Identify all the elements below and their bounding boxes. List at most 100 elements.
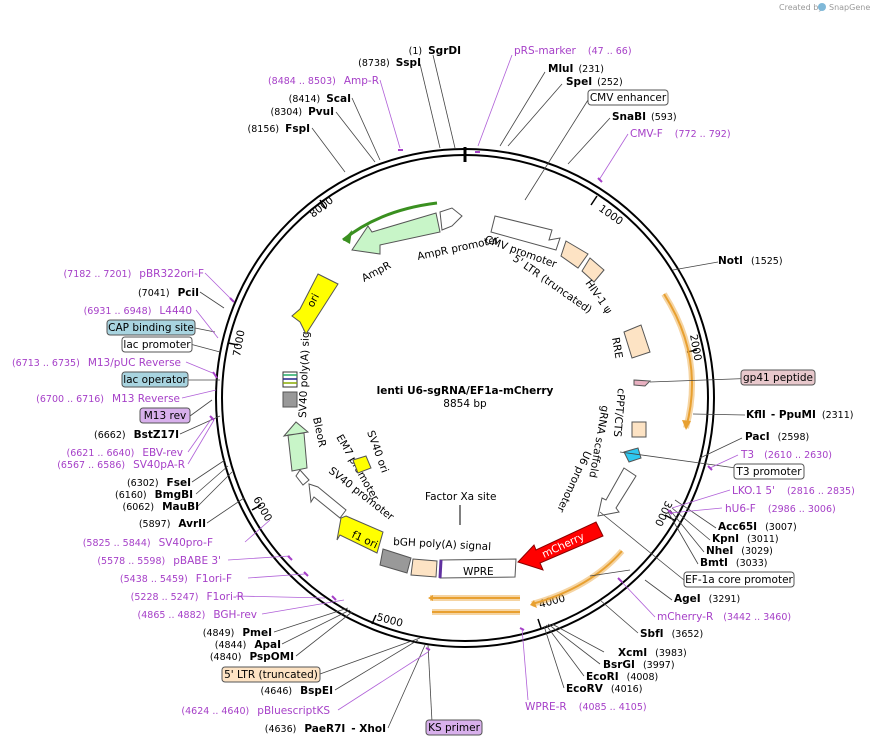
site-kfli-pos: (2311) [822, 410, 854, 421]
site-ecorv: EcoRV [566, 683, 604, 695]
svg-text:CMV-F(772 .. 792): CMV-F(772 .. 792) [630, 128, 731, 140]
box-ks-primer-label: KS primer [428, 722, 480, 734]
svg-text:(8304)PvuI: (8304)PvuI [270, 106, 334, 118]
svg-text:AgeI(3291): AgeI(3291) [674, 593, 740, 605]
svg-text:(6062)MauBI: (6062)MauBI [122, 501, 199, 513]
svg-text:NotI(1525): NotI(1525) [718, 255, 783, 267]
site-pcii: PciI [178, 287, 199, 299]
primer-m13-reverse-pos: (6700 .. 6716) [36, 394, 104, 405]
svg-text:(4844)ApaI: (4844)ApaI [215, 639, 281, 651]
svg-text:(4636)PaeR7I- XhoI: (4636)PaeR7I- XhoI [265, 723, 386, 735]
box-cap-binding [106, 319, 196, 336]
site-fsei-pos: (6302) [127, 478, 159, 489]
svg-text:(4840)PspOMI: (4840)PspOMI [210, 651, 294, 663]
site-bspei-pos: (4646) [261, 686, 293, 697]
svg-text:PacI(2598): PacI(2598) [745, 431, 809, 443]
primer-f1ori-r-pos: (5228 .. 5247) [131, 592, 199, 603]
svg-text:(8738)SspI: (8738)SspI [358, 57, 421, 69]
primer-f1ori-f-pos: (5438 .. 5459) [120, 574, 188, 585]
site-sbfi: SbfI [640, 628, 664, 640]
svg-text:Acc65I(3007): Acc65I(3007) [718, 521, 797, 533]
site-agei: AgeI [674, 593, 701, 605]
orf-arc-1-halo [661, 292, 696, 429]
svg-text:(5897)AvrII: (5897)AvrII [139, 518, 206, 530]
box-lac-operator [121, 371, 189, 388]
orf-arc-2-head [530, 600, 537, 608]
grna-scaffold-marker [623, 447, 642, 463]
primer-pbr322ori-f-pos: (7182 .. 7201) [63, 269, 131, 280]
svg-text:BsrGI(3997): BsrGI(3997) [603, 659, 675, 671]
site-sspi-pos: (8738) [358, 58, 390, 69]
grey-feature-box [379, 548, 412, 574]
site-bmgbi-pos: (6160) [115, 490, 147, 501]
sv40-polya-label: SV40 poly(A) signal [297, 315, 313, 418]
ampr-label: AmpR [360, 259, 393, 284]
site-xhoi: - XhoI [351, 723, 386, 735]
tick-label-1000: 1000 [596, 203, 625, 228]
site-psppomi: PspOMI [249, 651, 294, 663]
site-bspei: BspEI [300, 685, 333, 697]
site-snabi: SnaBI [612, 111, 646, 123]
bleor-label: BleoR [310, 416, 328, 448]
em7-promoter-arrow [295, 469, 310, 486]
site-sbfi-pos: (3652) [672, 629, 704, 640]
u6-promoter-arrow [597, 467, 637, 517]
restriction-sites-right: MluI(231) SpeI(252) SnaBI(593) NotI(1525… [548, 63, 853, 695]
svg-text:(7041)PciI: (7041)PciI [138, 287, 199, 299]
box-m13-rev-label: M13 rev [144, 410, 187, 422]
primer-ebv-rev-pos: (6621 .. 6640) [67, 448, 135, 459]
hiv-psi-box [581, 257, 605, 283]
site-kfli: KflI [746, 409, 766, 421]
credit-brand: SnapGene [829, 3, 870, 12]
box-lac-operator-label: lac operator [123, 374, 187, 386]
primer-pbabe3-pos: (5578 .. 5598) [97, 556, 165, 567]
box-ef1a-label: EF-1a core promoter [685, 574, 793, 586]
box-t3-promoter-label: T3 promoter [735, 466, 802, 478]
svg-text:SpeI(252): SpeI(252) [566, 76, 623, 88]
site-bsrgi-pos: (3997) [643, 660, 675, 671]
box-lac-promoter-label: lac promoter [123, 339, 191, 351]
plasmid-size: 8854 bp [443, 398, 487, 410]
bleor-arrow [282, 421, 310, 472]
site-paci: PacI [745, 431, 770, 443]
ori-label: ori [305, 292, 322, 310]
leaders-left-primer [181, 79, 429, 711]
primer-pbluescriptks: pBluescriptKS [257, 705, 330, 717]
orf-arc-3-head [428, 595, 433, 601]
tick-label-2000: 2000 [687, 333, 703, 361]
orf-arc-1 [663, 293, 694, 429]
site-spei-pos: (252) [597, 77, 623, 88]
site-mlui-pos: (231) [578, 64, 604, 75]
primer-l4440-pos: (6931 .. 6948) [84, 306, 152, 317]
f1-ori-arrow [336, 515, 384, 554]
cppt-cts-label: cPPT/CTS [611, 388, 627, 438]
site-ppumi: - PpuMI [771, 409, 816, 421]
svg-text:(4849)PmeI: (4849)PmeI [203, 627, 272, 639]
svg-text:KpnI(3011): KpnI(3011) [712, 533, 779, 545]
mcherry-arrow [517, 521, 604, 571]
primer-wpre-r: WPRE-R [525, 701, 567, 713]
svg-text:(6302)FseI: (6302)FseI [127, 477, 191, 489]
svg-text:(5228 .. 5247)F1ori-R: (5228 .. 5247)F1ori-R [131, 591, 244, 603]
box-ks-primer [425, 719, 483, 736]
box-gp41 [740, 369, 816, 386]
box-ef1a [683, 571, 795, 588]
primers-left: (8484 .. 8503)Amp-R (7182 .. 7201)pBR322… [12, 75, 379, 717]
primer-sv40pa-r-pos: (6567 .. 6586) [57, 460, 125, 471]
svg-text:EcoRV(4016): EcoRV(4016) [566, 683, 642, 695]
svg-text:pRS-marker(47 .. 66): pRS-marker(47 .. 66) [514, 45, 632, 57]
ori-arrow [291, 273, 339, 336]
primer-mcherry-r-pos: (3442 .. 3460) [723, 612, 791, 623]
primer-cmv-f-pos: (772 .. 792) [675, 129, 731, 140]
svg-text:EcoRI(4008): EcoRI(4008) [586, 671, 658, 683]
primer-ebv-rev: EBV-rev [142, 447, 183, 459]
primer-t3-pos: (2610 .. 2630) [764, 450, 832, 461]
u6-promoter-label: U6 promoter [554, 449, 593, 515]
svg-text:(1)SgrDI: (1)SgrDI [409, 45, 461, 57]
site-apai-pos: (4844) [215, 640, 247, 651]
primer-hu6-f-pos: (2986 .. 3006) [768, 504, 836, 515]
svg-text:(6160)BmgBI: (6160)BmgBI [115, 489, 193, 501]
ampr-orf-head [343, 230, 352, 244]
primer-pbluescriptks-pos: (4624 .. 4640) [181, 706, 249, 717]
svg-text:(4865 .. 4882)BGH-rev: (4865 .. 4882)BGH-rev [138, 609, 257, 621]
